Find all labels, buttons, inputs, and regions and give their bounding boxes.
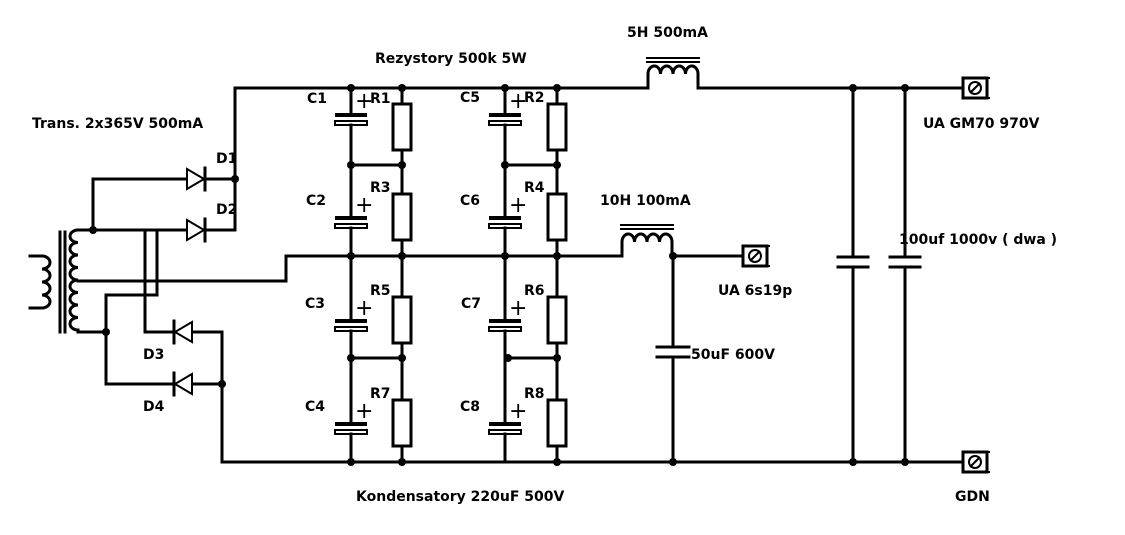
resistor-label: R3 xyxy=(370,180,391,196)
plus-mark: + xyxy=(355,399,373,424)
diode-label: D1 xyxy=(216,151,237,167)
capacitor-label: C8 xyxy=(460,399,480,415)
capacitor-label: C5 xyxy=(460,90,480,106)
electrolytic-capacitors xyxy=(334,113,522,435)
junction-dots xyxy=(89,84,909,466)
capacitor-label: C7 xyxy=(461,296,481,312)
terminal-ground xyxy=(961,450,990,474)
filter-capacitor-50uf xyxy=(655,345,691,359)
plus-mark: + xyxy=(355,89,373,114)
transformer xyxy=(28,228,80,334)
terminal-gm70 xyxy=(961,76,990,100)
capacitor-label: C2 xyxy=(306,193,326,209)
diode-label: D4 xyxy=(143,399,165,415)
resistor-label: R5 xyxy=(370,283,391,299)
terminal-6s19p xyxy=(741,244,770,268)
choke-5h xyxy=(646,57,700,90)
choke-5h-label: 5H 500mA xyxy=(627,25,708,41)
diode-d3 xyxy=(172,319,193,345)
output-cap-label: 100uf 1000v ( dwa ) xyxy=(899,232,1057,248)
choke-10h-label: 10H 100mA xyxy=(600,193,691,209)
capacitor-label: C1 xyxy=(307,91,327,107)
labels: Trans. 2x365V 500mA Rezystory 500k 5W Ko… xyxy=(32,25,1057,505)
resistor-label: R4 xyxy=(524,180,545,196)
resistor-label: R1 xyxy=(370,91,391,107)
resistor-bodies xyxy=(391,102,568,448)
ground-label: GDN xyxy=(955,489,990,505)
output-capacitors-100uf xyxy=(836,255,922,269)
plus-mark: + xyxy=(355,193,373,218)
6s19p-output-label: UA 6s19p xyxy=(718,283,792,299)
diode-d4 xyxy=(172,371,193,397)
choke-10h xyxy=(620,224,674,258)
resistor-label: R2 xyxy=(524,90,545,106)
capacitor-label: C6 xyxy=(460,193,480,209)
plus-mark: + xyxy=(509,89,527,114)
plus-mark: + xyxy=(509,296,527,321)
diode-label: D2 xyxy=(216,202,237,218)
diode-d1 xyxy=(186,166,207,192)
capacitors-note: Kondensatory 220uF 500V xyxy=(356,489,565,505)
plus-mark: + xyxy=(509,399,527,424)
capacitor-label: C4 xyxy=(305,399,325,415)
resistor-label: R8 xyxy=(524,386,545,402)
filter-cap-label: 50uF 600V xyxy=(691,347,775,363)
gm70-output-label: UA GM70 970V xyxy=(923,116,1040,132)
plus-mark: + xyxy=(355,296,373,321)
transformer-label: Trans. 2x365V 500mA xyxy=(32,116,203,132)
wiring xyxy=(76,86,964,464)
resistors-note: Rezystory 500k 5W xyxy=(375,51,527,67)
resistor-label: R6 xyxy=(524,283,545,299)
diode-d2 xyxy=(186,217,207,243)
resistor-label: R7 xyxy=(370,386,391,402)
plus-mark: + xyxy=(509,193,527,218)
capacitor-label: C3 xyxy=(305,296,325,312)
diode-label: D3 xyxy=(143,347,164,363)
polarity-marks: + + + + + + + + xyxy=(355,89,527,424)
